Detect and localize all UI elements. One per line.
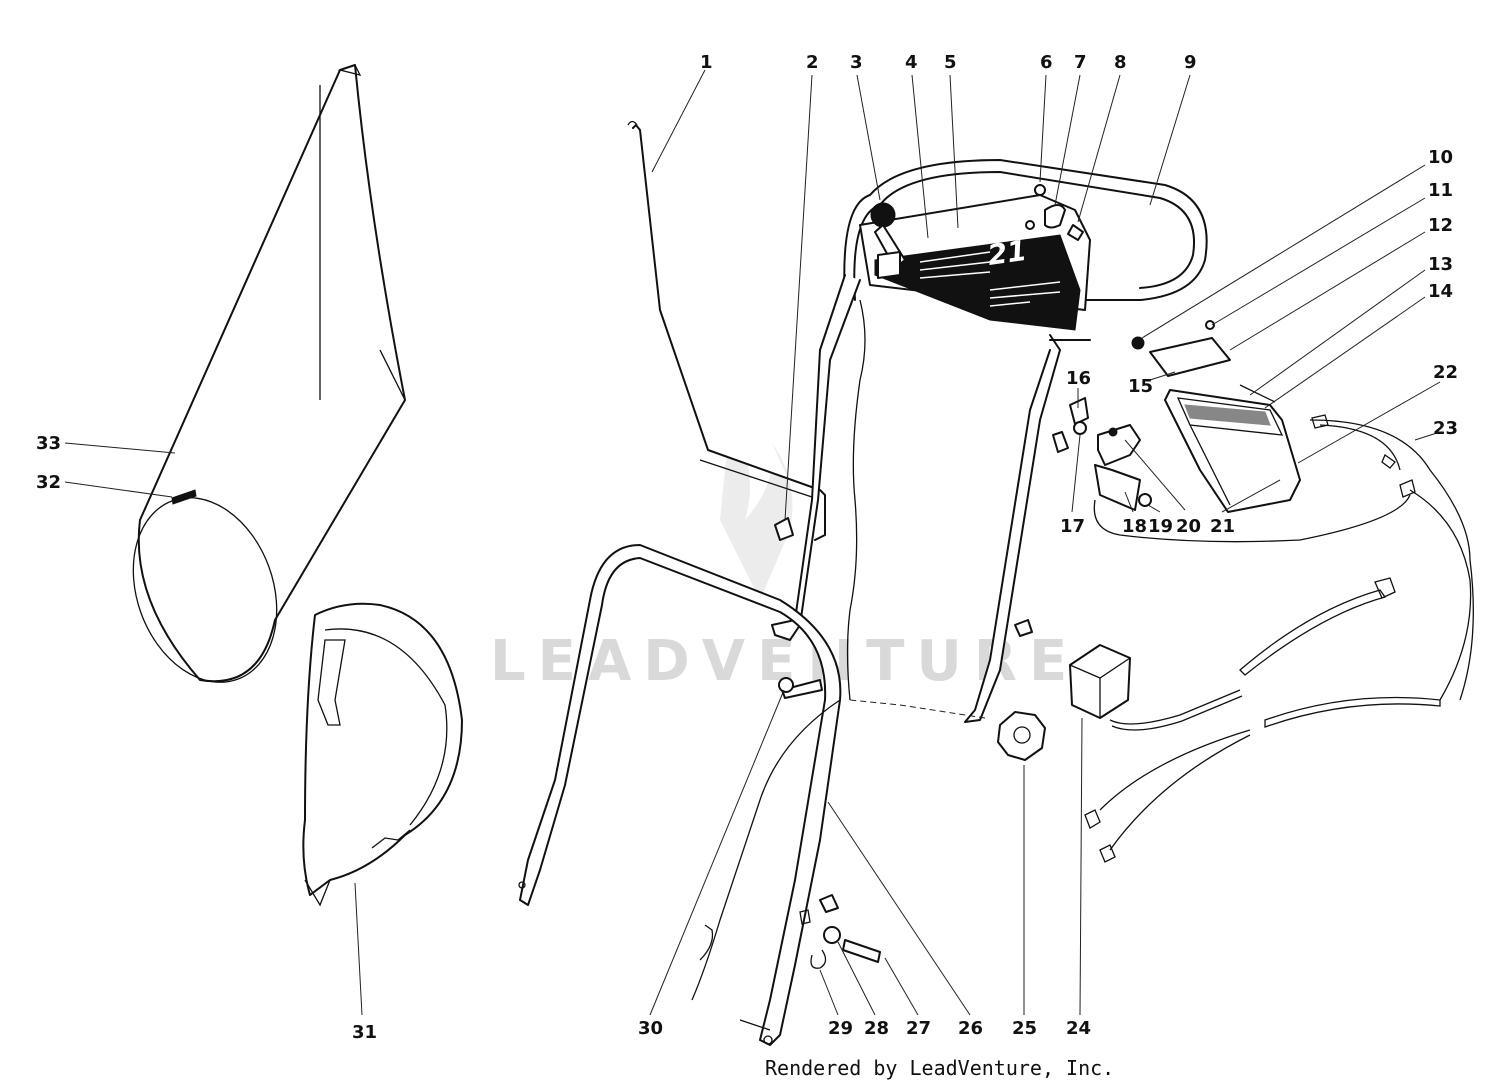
throttle-knob [870, 202, 906, 279]
callout-9: 9 [1184, 52, 1197, 73]
wiring-harness [1084, 414, 1474, 863]
callout-6: 6 [1040, 52, 1053, 73]
callout-31: 31 [352, 1022, 377, 1043]
battery-box [1131, 320, 1301, 513]
small-hardware [774, 517, 1033, 969]
callouts: 1 2 3 4 5 6 7 8 9 10 11 12 13 14 15 16 1… [36, 52, 1458, 1043]
callout-15: 15 [1128, 376, 1153, 397]
callout-17: 17 [1060, 516, 1085, 537]
decal-number: 21 [986, 234, 1029, 272]
callout-13: 13 [1428, 254, 1453, 275]
callout-32: 32 [36, 472, 61, 493]
callout-25: 25 [1012, 1018, 1037, 1039]
bag-frame [302, 602, 463, 907]
callout-21: 21 [1210, 516, 1235, 537]
charger [1069, 644, 1243, 731]
callout-8: 8 [1114, 52, 1127, 73]
callout-33: 33 [36, 433, 61, 454]
callout-19: 19 [1148, 516, 1173, 537]
callout-24: 24 [1066, 1018, 1091, 1039]
callout-20: 20 [1176, 516, 1201, 537]
callout-26: 26 [958, 1018, 983, 1039]
credit-text: Rendered by LeadVenture, Inc. [765, 1056, 1114, 1080]
callout-27: 27 [906, 1018, 931, 1039]
control-rod [627, 120, 826, 541]
callout-5: 5 [944, 52, 957, 73]
callout-11: 11 [1428, 180, 1453, 201]
handle-knob [849, 699, 1046, 761]
grass-bag [132, 64, 406, 683]
callout-16: 16 [1066, 368, 1091, 389]
callout-14: 14 [1428, 281, 1453, 302]
callout-23: 23 [1433, 418, 1458, 439]
callout-18: 18 [1122, 516, 1147, 537]
lower-handle [518, 544, 842, 1046]
callout-2: 2 [806, 52, 819, 73]
callout-22: 22 [1433, 362, 1458, 383]
handle-hardware [1025, 184, 1084, 324]
callout-29: 29 [828, 1018, 853, 1039]
callout-4: 4 [905, 52, 918, 73]
leader-lines [64, 69, 1441, 1016]
callout-3: 3 [850, 52, 863, 73]
callout-1: 1 [700, 52, 713, 73]
callout-12: 12 [1428, 215, 1453, 236]
switch-bracket [1052, 397, 1411, 543]
callout-30: 30 [638, 1018, 663, 1039]
callout-28: 28 [864, 1018, 889, 1039]
callout-10: 10 [1428, 147, 1453, 168]
callout-7: 7 [1074, 52, 1087, 73]
